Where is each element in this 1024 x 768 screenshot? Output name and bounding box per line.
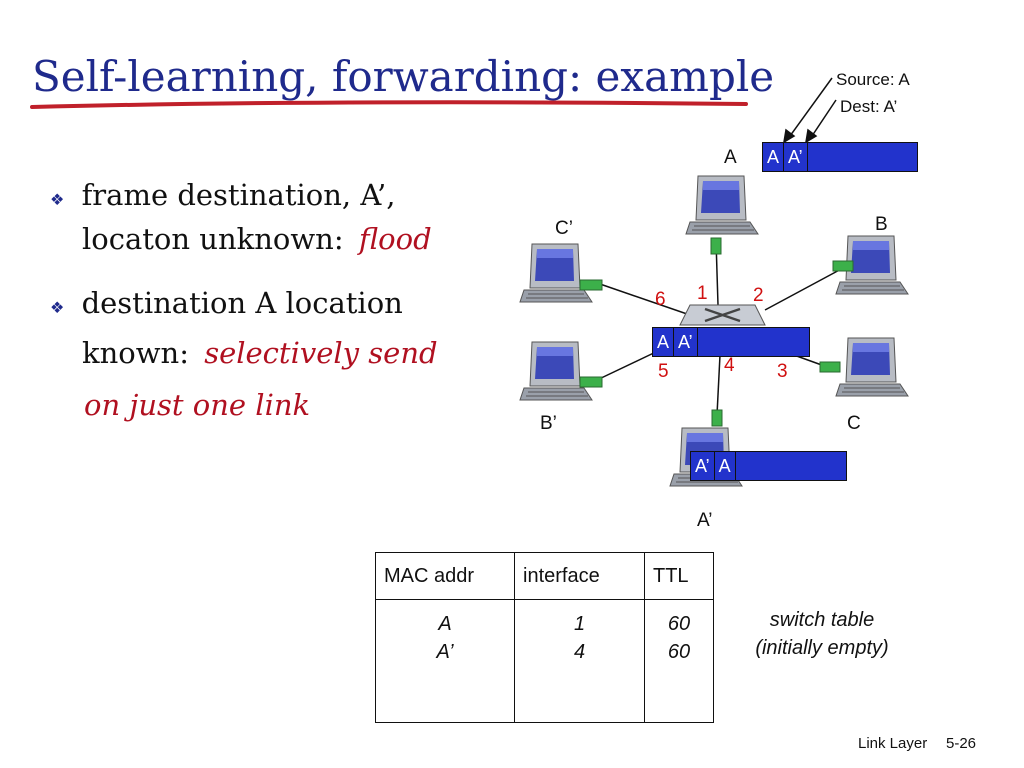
frame-top-src: A bbox=[763, 143, 785, 171]
host-label-a-prime: A’ bbox=[697, 510, 713, 531]
switch-icon bbox=[679, 304, 766, 326]
bullet-2-cont: known: selectively send bbox=[82, 330, 438, 376]
nic-c-prime bbox=[579, 279, 603, 291]
link-2 bbox=[764, 266, 846, 311]
host-label-b-prime: B’ bbox=[540, 413, 557, 434]
nic-b-prime bbox=[579, 376, 603, 388]
port-5: 5 bbox=[658, 361, 669, 382]
bullet-1-emphasis: flood bbox=[358, 222, 432, 256]
host-c-prime-computer-icon bbox=[519, 243, 593, 303]
footer-section: Link Layer bbox=[858, 735, 928, 752]
callout-source: Source: A bbox=[836, 70, 910, 89]
bullet-2-emphasis-b: on just one link bbox=[84, 388, 311, 422]
table-row: A A’ 1 4 60 60 bbox=[375, 599, 714, 723]
host-c-computer-icon bbox=[835, 337, 909, 397]
bullet-2-line1: destination A location bbox=[81, 286, 403, 320]
bullet-2: ❖ destination A location bbox=[50, 280, 403, 331]
table-note-line1: switch table bbox=[769, 609, 875, 631]
bullet-2-emphasis-a: selectively send bbox=[204, 336, 438, 370]
footer-page-number: 5-26 bbox=[946, 735, 977, 752]
cell-interface: 1 4 bbox=[514, 599, 645, 723]
frame-switch: A A’ bbox=[652, 327, 810, 357]
cell-mac: A A’ bbox=[375, 599, 515, 723]
title-underline bbox=[30, 100, 748, 109]
port-2: 2 bbox=[753, 285, 764, 306]
frame-top-dst: A’ bbox=[784, 143, 808, 171]
port-1: 1 bbox=[697, 283, 708, 304]
col-header-ttl: TTL bbox=[644, 552, 714, 600]
diamond-bullet-icon: ❖ bbox=[50, 298, 65, 317]
frame-switch-src: A bbox=[653, 328, 675, 356]
nic-c bbox=[819, 361, 841, 373]
nic-b bbox=[832, 260, 854, 272]
host-a-computer-icon bbox=[685, 175, 759, 235]
diamond-bullet-icon: ❖ bbox=[50, 190, 65, 209]
cell-interface-0: 1 bbox=[573, 613, 586, 635]
frame-bottom: A’ A bbox=[690, 451, 847, 481]
table-header-row: MAC addr interface TTL bbox=[375, 552, 714, 600]
link-4 bbox=[716, 354, 721, 416]
frame-switch-dst: A’ bbox=[674, 328, 698, 356]
host-label-c: C bbox=[847, 413, 861, 434]
bullet-1: ❖ frame destination, A’, bbox=[50, 172, 395, 223]
nic-a-prime bbox=[711, 409, 723, 427]
col-header-mac: MAC addr bbox=[375, 552, 515, 600]
callout-dest: Dest: A’ bbox=[840, 97, 898, 116]
bullet-1-line2: locaton unknown: bbox=[82, 222, 344, 256]
host-label-c-prime: C’ bbox=[555, 218, 573, 239]
frame-top: A A’ bbox=[762, 142, 918, 172]
port-4: 4 bbox=[724, 355, 735, 376]
port-6: 6 bbox=[655, 289, 666, 310]
bullet-1-line1: frame destination, A’, bbox=[81, 178, 396, 212]
bullet-1-cont: locaton unknown: flood bbox=[82, 216, 432, 262]
frame-bottom-dst: A’ bbox=[691, 452, 715, 480]
table-note-line2: (initially empty) bbox=[755, 637, 889, 659]
link-6 bbox=[599, 283, 691, 316]
host-label-b: B bbox=[875, 214, 888, 235]
host-label-a: A bbox=[724, 147, 737, 168]
nic-a bbox=[710, 237, 722, 255]
page-title: Self-learning, forwarding: example bbox=[32, 52, 775, 101]
table-note: switch table (initially empty) bbox=[730, 606, 914, 662]
cell-ttl-1: 60 bbox=[667, 641, 691, 663]
cell-mac-0: A bbox=[438, 613, 452, 635]
host-b-prime-computer-icon bbox=[519, 341, 593, 401]
cell-ttl: 60 60 bbox=[644, 599, 714, 723]
port-3: 3 bbox=[777, 361, 788, 382]
col-header-interface: interface bbox=[514, 552, 645, 600]
callout-arrows bbox=[782, 77, 837, 144]
cell-interface-1: 4 bbox=[573, 641, 586, 663]
link-5 bbox=[596, 349, 661, 381]
cell-ttl-0: 60 bbox=[667, 613, 691, 635]
cell-mac-1: A’ bbox=[436, 641, 454, 663]
frame-bottom-src: A bbox=[715, 452, 736, 480]
bullet-2-line2: known: bbox=[82, 336, 189, 370]
switch-table: MAC addr interface TTL A A’ 1 4 60 60 bbox=[375, 552, 714, 723]
